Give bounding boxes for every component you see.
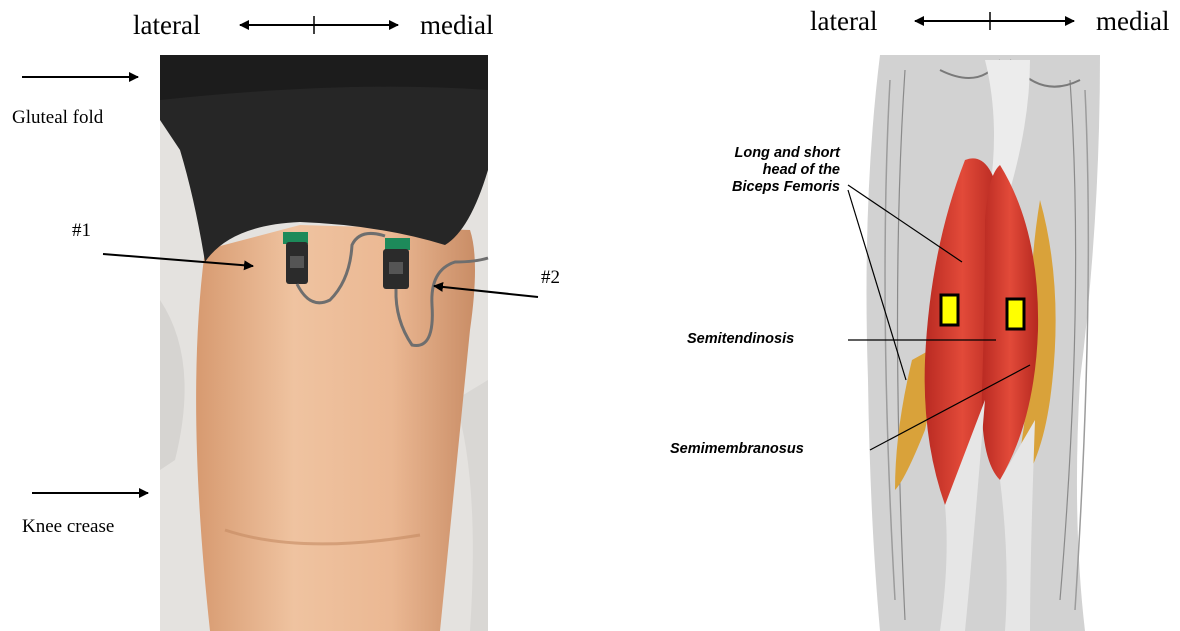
electrode-marker-biceps xyxy=(941,295,958,325)
medial-label-right: medial xyxy=(1096,6,1169,37)
biceps-label-line-3: Biceps Femoris xyxy=(732,179,840,196)
semimembranosus-label: Semimembranosus xyxy=(670,441,804,458)
semitendinosis-label: Semitendinosis xyxy=(687,331,794,348)
thigh-photo xyxy=(160,55,488,631)
electrode-1 xyxy=(283,232,308,284)
biceps-label-line-2: head of the xyxy=(732,162,840,179)
biceps-label-line-1: Long and short xyxy=(732,145,840,162)
hamstring-illustration xyxy=(867,55,1101,631)
biceps-femoris-label: Long and short head of the Biceps Femori… xyxy=(732,145,840,196)
electrode-2 xyxy=(383,238,410,289)
lateral-label-right: lateral xyxy=(810,6,877,37)
electrode-marker-semitendinosus xyxy=(1007,299,1024,329)
